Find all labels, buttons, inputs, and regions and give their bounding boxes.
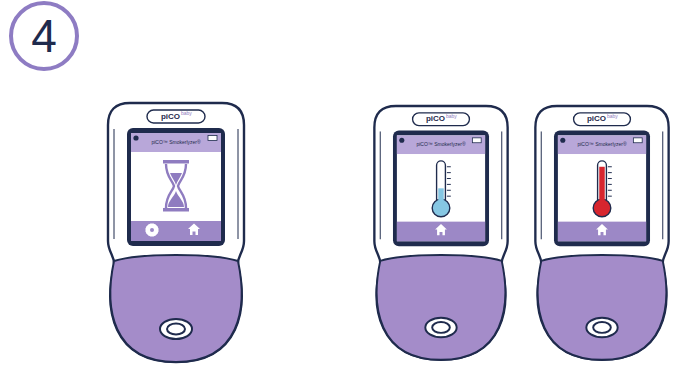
sensor-lens <box>160 319 192 339</box>
logo-superscript: baby <box>607 114 618 119</box>
screen-header <box>131 133 221 152</box>
sensor-lens-inner <box>593 322 611 333</box>
logo-pill <box>147 110 205 123</box>
sensor-lens-inner <box>432 322 450 333</box>
device-body <box>535 106 668 360</box>
info-icon <box>399 138 404 143</box>
sensor-lens <box>586 318 617 338</box>
mouthpiece <box>377 255 506 360</box>
logo-text: piCO <box>161 113 180 121</box>
step-number: 4 <box>31 13 57 59</box>
logo-pill <box>413 113 470 126</box>
screen-header <box>558 135 646 154</box>
screen-header-text: piCO™ Smokerlyzer® <box>416 142 465 147</box>
info-icon <box>560 138 565 143</box>
battery-icon <box>208 136 217 141</box>
screen-header-text: piCO™ Smokerlyzer® <box>151 140 200 145</box>
screen-frame <box>554 131 650 247</box>
thermometer-icon <box>593 161 612 217</box>
logo-superscript: baby <box>181 111 192 116</box>
screen-header-text: piCO™ Smokerlyzer® <box>577 142 626 147</box>
screen <box>558 135 646 241</box>
mouthpiece <box>110 255 241 362</box>
screen-header <box>397 135 485 154</box>
logo-superscript: baby <box>446 114 457 119</box>
screen-bottom-bar <box>131 221 221 241</box>
thermometer-icon <box>432 161 451 217</box>
pico-device <box>108 103 244 362</box>
hourglass-icon <box>163 160 189 212</box>
pico-device <box>535 106 668 360</box>
device-body <box>108 103 244 362</box>
info-icon <box>133 135 138 140</box>
pico-device <box>374 106 507 360</box>
logo-pill <box>574 113 631 126</box>
home-icon <box>435 224 447 235</box>
settings-icon <box>145 223 158 236</box>
battery-icon <box>633 138 642 143</box>
screen <box>397 135 485 241</box>
home-icon <box>596 224 608 235</box>
sensor-lens <box>425 318 456 338</box>
logo-text: piCO <box>587 115 606 123</box>
screen <box>131 133 221 241</box>
mouthpiece <box>538 255 667 360</box>
battery-icon <box>472 138 481 143</box>
sensor-lens-inner <box>167 324 185 335</box>
step-circle: 4 <box>9 1 79 71</box>
screen-bottom-bar <box>558 222 646 242</box>
device-body <box>374 106 507 360</box>
home-icon <box>188 224 200 236</box>
screen-frame <box>393 131 489 247</box>
logo-text: piCO <box>426 115 445 123</box>
screen-bottom-bar <box>397 222 485 242</box>
screen-frame <box>127 128 225 246</box>
